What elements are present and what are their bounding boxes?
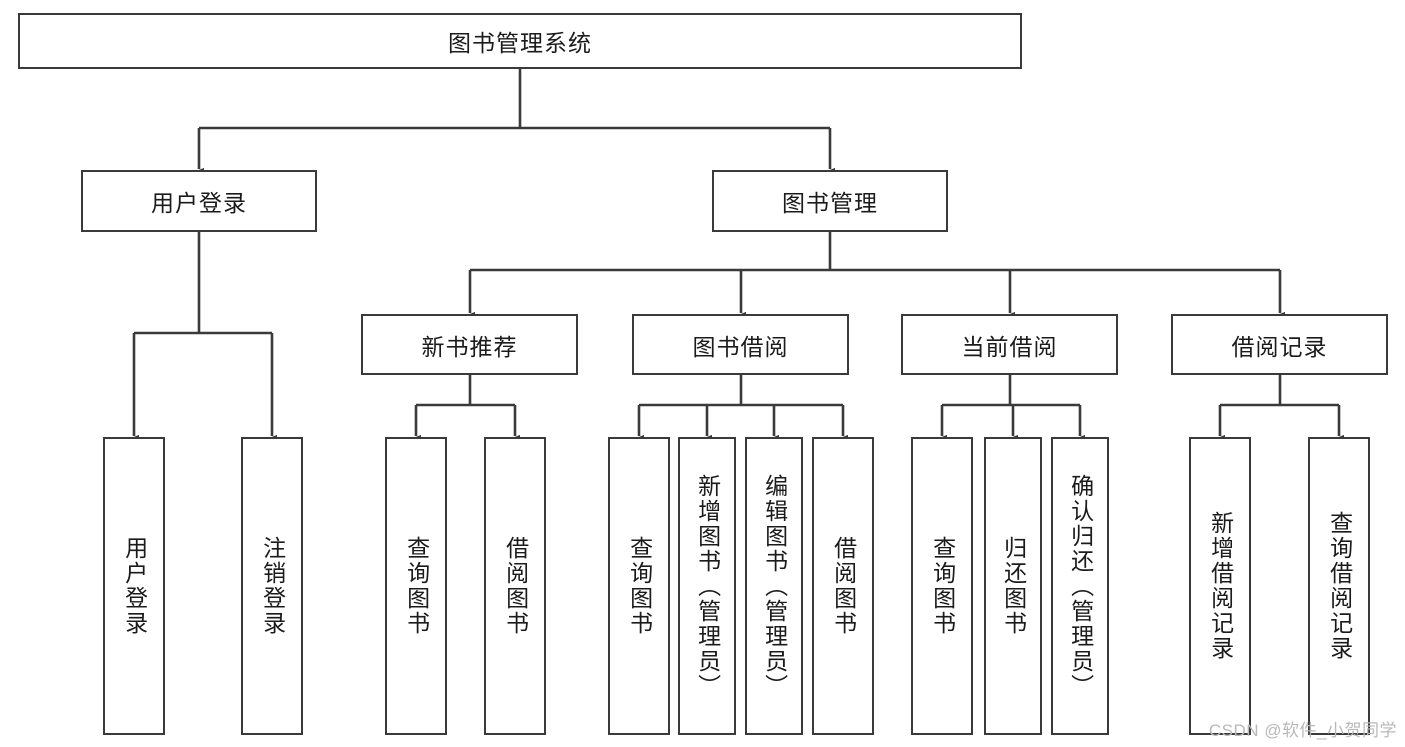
node-leaf-borrow-book-1[interactable]: 借阅图书 <box>484 437 546 735</box>
node-label: 查询图书 <box>626 536 653 636</box>
node-leaf-query-book-1[interactable]: 查询图书 <box>385 437 447 735</box>
node-label: 新书推荐 <box>421 333 518 360</box>
node-label: 编辑图书（管理员） <box>761 473 788 699</box>
node-label: 图书管理 <box>782 190 878 216</box>
node-leaf-borrow-book-2[interactable]: 借阅图书 <box>812 437 874 735</box>
node-label: 图书借阅 <box>692 333 789 360</box>
node-label: 新增借阅记录 <box>1207 511 1234 661</box>
node-leaf-confirm-return[interactable]: 确认归还（管理员） <box>1051 437 1109 735</box>
node-root[interactable]: 图书管理系统 <box>18 13 1022 69</box>
node-label: 注销登录 <box>259 536 286 636</box>
node-label: 用户登录 <box>151 190 247 216</box>
node-borrow-record[interactable]: 借阅记录 <box>1171 314 1388 375</box>
node-leaf-query-book-3[interactable]: 查询图书 <box>911 437 973 735</box>
node-leaf-edit-book-admin[interactable]: 编辑图书（管理员） <box>745 437 803 735</box>
node-current-borrow[interactable]: 当前借阅 <box>901 314 1118 375</box>
node-book-borrow[interactable]: 图书借阅 <box>632 314 849 375</box>
node-label: 图书管理系统 <box>448 30 592 56</box>
node-leaf-return-book[interactable]: 归还图书 <box>984 437 1042 735</box>
node-label: 借阅图书 <box>502 536 529 636</box>
node-leaf-user-login[interactable]: 用户登录 <box>103 437 165 735</box>
node-leaf-query-book-2[interactable]: 查询图书 <box>608 437 670 735</box>
node-leaf-add-borrow-record[interactable]: 新增借阅记录 <box>1189 437 1251 735</box>
node-label: 查询图书 <box>403 536 430 636</box>
node-label: 当前借阅 <box>961 333 1058 360</box>
node-label: 归还图书 <box>1000 536 1027 636</box>
node-leaf-query-borrow-record[interactable]: 查询借阅记录 <box>1308 437 1370 735</box>
node-label: 借阅记录 <box>1231 333 1328 360</box>
node-leaf-add-book-admin[interactable]: 新增图书（管理员） <box>678 437 736 735</box>
node-label: 新增图书（管理员） <box>694 473 721 699</box>
node-new-book-recommend[interactable]: 新书推荐 <box>361 314 578 375</box>
node-label: 查询借阅记录 <box>1326 511 1353 661</box>
node-user-login[interactable]: 用户登录 <box>81 170 317 232</box>
watermark: CSDN @软件_小贺同学 <box>1208 721 1397 740</box>
node-label: 确认归还（管理员） <box>1067 473 1094 699</box>
node-label: 查询图书 <box>929 536 956 636</box>
node-label: 用户登录 <box>121 536 148 636</box>
node-book-management[interactable]: 图书管理 <box>712 170 948 232</box>
node-label: 借阅图书 <box>830 536 857 636</box>
node-leaf-logout[interactable]: 注销登录 <box>241 437 303 735</box>
